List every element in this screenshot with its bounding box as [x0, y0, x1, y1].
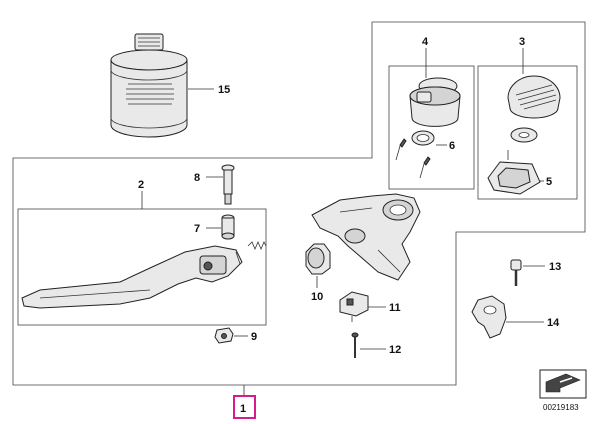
callout-5: 5: [546, 176, 552, 188]
callout-11: 11: [389, 302, 401, 314]
drawing-reference-badge: [539, 369, 587, 399]
callout-15: 15: [218, 84, 230, 96]
callout-3: 3: [519, 36, 525, 48]
part-6-oring-screws: [395, 130, 435, 179]
part-lever-bracket: [311, 193, 421, 281]
callout-10: 10: [311, 291, 323, 303]
part-5-reservoir-base: [487, 150, 541, 195]
part-14-clamp: [471, 295, 507, 339]
part-15-grease-can: [110, 33, 188, 138]
callout-1-highlight: [233, 395, 256, 419]
drawing-number: 00219183: [543, 403, 579, 412]
callout-7: 7: [194, 223, 200, 235]
callout-4: 4: [422, 36, 429, 48]
part-4-cover: [409, 77, 461, 127]
part-2-clutch-lever: [21, 245, 243, 309]
callout-13: 13: [549, 261, 561, 273]
callout-8: 8: [194, 172, 200, 184]
frame-part-3: [477, 65, 578, 200]
callout-1: 1: [240, 403, 246, 415]
callout-2: 2: [138, 179, 144, 191]
part-13-socket-screw: [510, 259, 522, 286]
part-lever-spring: [247, 240, 267, 251]
callout-14: 14: [547, 317, 560, 329]
callout-6: 6: [449, 140, 455, 152]
callout-12: 12: [389, 344, 401, 356]
part-10-rubber-boot: [305, 243, 331, 275]
frame-part-4: [388, 65, 475, 190]
callout-9: 9: [251, 331, 257, 343]
part-7-sleeve: [221, 214, 235, 240]
part-11-switch: [339, 291, 369, 322]
part-9-nut: [214, 327, 234, 344]
part-8-pin-bolt: [221, 164, 235, 205]
part-3-vented-cap: [507, 75, 561, 143]
part-12-screw: [351, 332, 359, 358]
assembly-frame: [12, 21, 586, 386]
